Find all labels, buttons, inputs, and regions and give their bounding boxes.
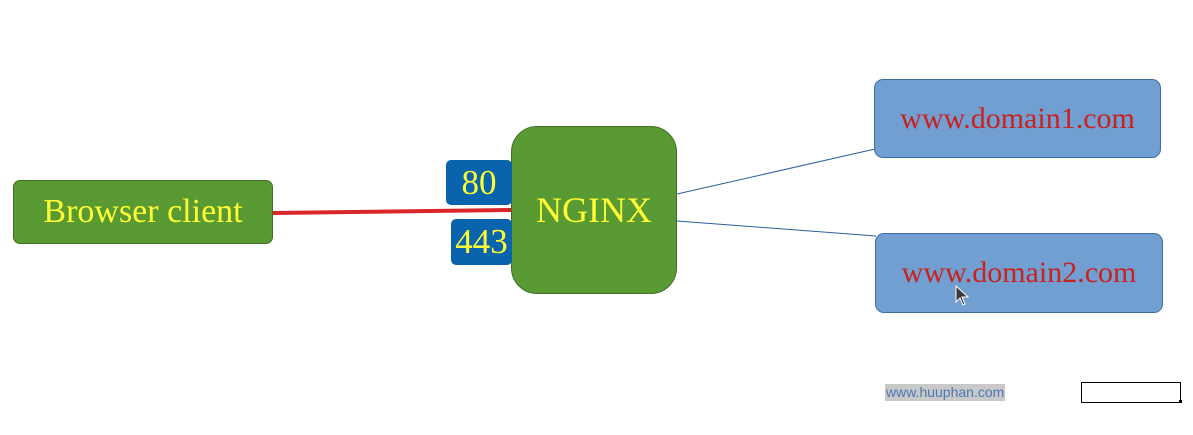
port-443-badge: 443 — [451, 219, 512, 265]
resize-handle[interactable] — [1179, 400, 1182, 403]
nginx-to-domain1-link — [676, 148, 876, 195]
nginx-node: NGINX — [511, 126, 677, 294]
watermark-link[interactable]: www.huuphan.com — [885, 384, 1006, 401]
nginx-label: NGINX — [536, 190, 652, 230]
domain1-node: www.domain1.com — [874, 79, 1161, 158]
mouse-pointer-icon — [955, 285, 970, 306]
port-443-label: 443 — [455, 222, 508, 261]
nginx-to-domain2-link — [676, 220, 877, 237]
domain2-label: www.domain2.com — [901, 256, 1137, 289]
browser-client-label: Browser client — [43, 193, 243, 230]
domain2-node: www.domain2.com — [875, 233, 1163, 313]
port-80-label: 80 — [461, 162, 497, 202]
empty-text-box[interactable] — [1081, 382, 1181, 403]
port-80-badge: 80 — [446, 160, 512, 205]
browser-client-node: Browser client — [13, 180, 273, 244]
browser-to-nginx-link — [272, 208, 513, 215]
domain1-label: www.domain1.com — [900, 101, 1135, 135]
